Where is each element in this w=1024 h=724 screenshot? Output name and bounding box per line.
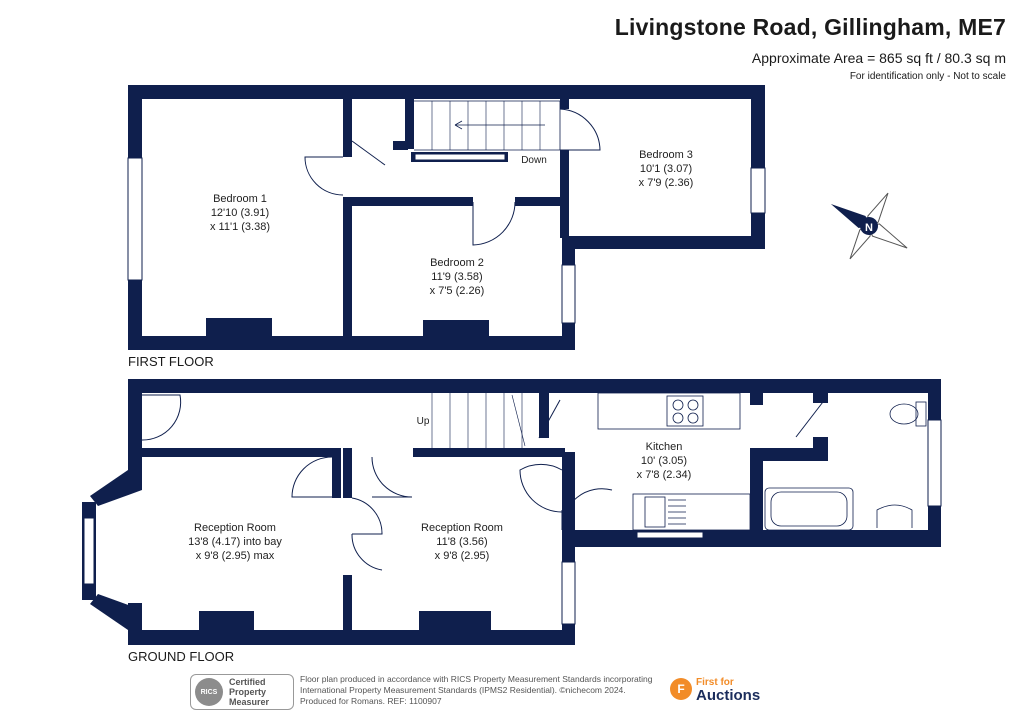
brand-mark-icon: F [670,678,692,700]
footer-line: Produced for Romans. REF: 1100907 [300,696,442,706]
badge-line: Certified [229,677,266,687]
room-name: Bedroom 1 [213,193,267,205]
room-name: Bedroom 3 [639,149,693,161]
room-name: Kitchen [646,441,683,453]
room-dimension: x 11'1 (3.38) [210,221,270,233]
brand-line-top: First for [696,677,734,688]
rics-certified-badge: RICS Certified Property Measurer [190,674,294,710]
ground-floor-labels: Reception Room 13'8 (4.17) into bay x 9'… [188,416,691,562]
room-dimension: x 7'5 (2.26) [430,285,485,297]
first-floor-windows [127,153,766,324]
ground-floor-label: GROUND FLOOR [128,649,235,664]
first-floor-label: FIRST FLOOR [128,354,214,369]
floor-plan-drawing: Bedroom 1 12'10 (3.91) x 11'1 (3.38) Bed… [82,85,942,645]
room-dimension: x 9'8 (2.95) max [196,550,275,562]
first-floor-doors [304,100,601,246]
footer-line: International Property Measurement Stand… [300,685,626,695]
room-dimension: x 7'8 (2.34) [637,469,692,481]
room-dimension: 12'10 (3.91) [211,207,269,219]
approximate-area: Approximate Area = 865 sq ft / 80.3 sq m [751,50,1006,66]
room-dimension: 10'1 (3.07) [640,163,692,175]
room-dimension: 13'8 (4.17) into bay [188,536,282,548]
badge-line: Property [229,687,267,697]
first-floor-labels: Bedroom 1 12'10 (3.91) x 11'1 (3.38) Bed… [210,149,693,297]
ground-floor-windows [83,419,942,625]
ground-floor-walls [82,379,941,645]
stairs-label: Up [417,416,430,427]
disclaimer-note: For identification only - Not to scale [849,71,1006,82]
compass-letter: N [865,222,873,234]
badge-text: Certified Property Measurer [229,677,269,707]
room-dimension: x 7'9 (2.36) [639,177,694,189]
brand-line-bottom: Auctions [696,687,761,704]
footer: RICS Certified Property Measurer Floor p… [0,668,1024,724]
room-name: Reception Room [421,522,503,534]
room-dimension: 11'8 (3.56) [436,536,487,548]
room-name: Reception Room [194,522,276,534]
room-dimension: 11'9 (3.58) [431,271,482,283]
brand-text: First for Auctions [696,676,761,704]
footer-notice: Floor plan produced in accordance with R… [300,674,660,707]
room-dimension: 10' (3.05) [641,455,687,467]
room-name: Bedroom 2 [430,257,484,269]
stairs-label: Down [521,155,547,166]
badge-line: Measurer [229,697,270,707]
rics-logo-icon: RICS [195,678,223,706]
footer-line: Floor plan produced in accordance with R… [300,674,653,684]
ground-floor-doors-and-stairs [141,392,927,571]
property-title: Livingstone Road, Gillingham, ME7 [614,14,1006,40]
compass-icon [830,192,908,260]
brand-logo: F First for Auctions [670,676,761,704]
room-dimension: x 9'8 (2.95) [435,550,490,562]
